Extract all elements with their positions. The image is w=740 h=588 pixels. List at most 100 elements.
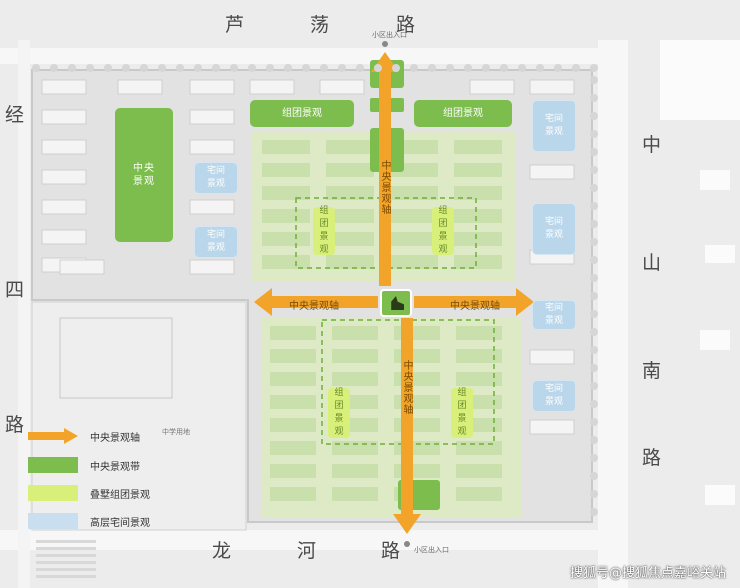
- villa-unit-n-2-1: [326, 186, 374, 200]
- villa-unit-n-5-2: [390, 255, 438, 269]
- tree-n: [104, 64, 112, 72]
- tree-n: [284, 64, 292, 72]
- road-east-char-2: 山: [642, 252, 662, 274]
- south-entrance-marker: [404, 541, 410, 547]
- tree-e: [590, 202, 598, 210]
- highrise-12: [189, 259, 235, 275]
- highrise-17: [529, 164, 575, 180]
- tree-n: [536, 64, 544, 72]
- road-south-char-1: 龙: [212, 540, 232, 562]
- villa-unit-n-4-2: [390, 232, 438, 246]
- road-east-char-4: 路: [642, 447, 662, 469]
- tree-n: [32, 64, 40, 72]
- axis-label-north: 中央景观轴: [379, 160, 390, 215]
- tree-n: [68, 64, 76, 72]
- legend-item-central: 中央景观带: [28, 457, 140, 473]
- highrise-15: [469, 79, 515, 95]
- central-landscape-zone: 中央景观: [115, 108, 173, 242]
- highrise-21: [59, 259, 105, 275]
- notes-line: [36, 547, 96, 550]
- legend-label-villa: 叠墅组团景观: [90, 489, 150, 501]
- tree-e: [590, 292, 598, 300]
- villa-unit-s-6-3: [456, 464, 502, 478]
- tree-e: [590, 490, 598, 498]
- villa-unit-n-2-3: [454, 186, 502, 200]
- highrise-11: [189, 199, 235, 215]
- east-building-2: [700, 330, 730, 350]
- tree-n: [194, 64, 202, 72]
- villa-unit-s-4-0: [270, 418, 316, 432]
- villa-unit-s-7-3: [456, 487, 502, 501]
- sculpture-icon: [391, 296, 404, 310]
- east-building-1: [705, 245, 735, 263]
- villa-unit-n-4-0: [262, 232, 310, 246]
- villa-unit-s-0-1: [332, 326, 378, 340]
- tree-n: [374, 64, 382, 72]
- villa-unit-n-1-0: [262, 163, 310, 177]
- villa-unit-s-6-1: [332, 464, 378, 478]
- villa-group-landscape-2: 组团景观: [432, 206, 454, 255]
- legend-item-axis: 中央景观轴: [28, 428, 140, 444]
- villa-unit-s-0-3: [456, 326, 502, 340]
- highrise-13: [249, 79, 295, 95]
- legend-label-axis: 中央景观轴: [90, 432, 140, 444]
- highrise-1: [41, 109, 87, 125]
- tree-n: [212, 64, 220, 72]
- highrise-3: [41, 169, 87, 185]
- villa-unit-n-1-1: [326, 163, 374, 177]
- road-north-char-3: 路: [396, 14, 416, 36]
- villa-unit-n-3-0: [262, 209, 310, 223]
- watermark: 搜狐号@搜狐焦点嘉峪关站: [569, 566, 726, 581]
- villa-unit-s-5-0: [270, 441, 316, 455]
- tree-n: [410, 64, 418, 72]
- tree-n: [248, 64, 256, 72]
- notes-line: [36, 575, 96, 578]
- villa-group-landscape-3: 组团景观: [328, 388, 350, 438]
- road-north-char-2: 荡: [310, 14, 330, 36]
- villa-unit-s-2-1: [332, 372, 378, 386]
- notes-line: [36, 540, 96, 543]
- house-landscape-e2: 宅间景观: [532, 203, 576, 255]
- group-landscape-north-east: 组团景观: [414, 100, 512, 127]
- tree-e: [590, 130, 598, 138]
- tree-n: [554, 64, 562, 72]
- villa-unit-n-0-1: [326, 140, 374, 154]
- highrise-10: [189, 139, 235, 155]
- villa-unit-n-0-3: [454, 140, 502, 154]
- tree-n: [464, 64, 472, 72]
- villa-unit-s-5-2: [394, 441, 440, 455]
- tree-e: [590, 328, 598, 336]
- road-west-char-2: 四: [5, 279, 25, 301]
- road-north-char-1: 芦: [225, 14, 245, 36]
- villa-unit-n-2-2: [390, 186, 438, 200]
- road-west-char-1: 经: [5, 104, 25, 126]
- highrise-19: [529, 349, 575, 365]
- axis-label-south: 中央景观轴: [401, 360, 412, 415]
- tree-n: [266, 64, 274, 72]
- axis-east-arrowhead: [516, 288, 534, 316]
- villa-unit-s-2-0: [270, 372, 316, 386]
- east-building-4: [660, 40, 740, 120]
- villa-unit-s-5-1: [332, 441, 378, 455]
- highrise-4: [41, 199, 87, 215]
- north-entrance-marker: [382, 41, 388, 47]
- villa-unit-n-2-0: [262, 186, 310, 200]
- notes-line: [36, 554, 96, 557]
- villa-unit-n-3-1: [326, 209, 374, 223]
- house-landscape-w2: 宅间景观: [194, 226, 238, 258]
- villa-unit-s-1-3: [456, 349, 502, 363]
- villa-unit-n-3-3: [454, 209, 502, 223]
- tree-e: [590, 238, 598, 246]
- axis-east-shaft: [414, 296, 520, 308]
- villa-unit-s-0-0: [270, 326, 316, 340]
- house-landscape-e3: 宅间景观: [532, 300, 576, 330]
- axis-label-west: 中央景观轴: [289, 301, 339, 312]
- tree-n: [590, 64, 598, 72]
- axis-south-shaft: [401, 318, 413, 518]
- tree-e: [590, 220, 598, 228]
- group-landscape-north-west: 组团景观: [250, 100, 354, 127]
- villa-group-landscape-4: 组团景观: [451, 388, 473, 438]
- tree-e: [590, 472, 598, 480]
- legend-item-highrise: 高层宅间景观: [28, 513, 150, 529]
